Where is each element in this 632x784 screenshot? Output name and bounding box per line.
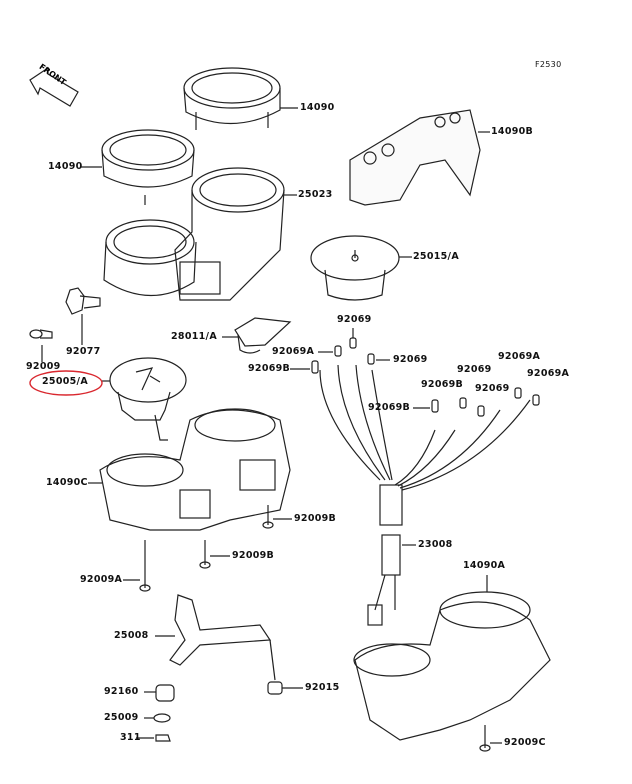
part-label[interactable]: 23008 bbox=[418, 539, 453, 550]
part-25005A-tachometer bbox=[102, 357, 187, 441]
part-label[interactable]: 14090C bbox=[46, 477, 88, 488]
part-311-nut bbox=[136, 734, 171, 742]
part-92009C-screw bbox=[479, 725, 502, 752]
part-label[interactable]: 14090 bbox=[48, 161, 83, 172]
part-label[interactable]: 25015/A bbox=[413, 251, 459, 262]
part-label[interactable]: 92009B bbox=[294, 513, 337, 524]
highlight-circle bbox=[29, 370, 103, 396]
part-92009B-screw-2 bbox=[199, 540, 230, 569]
part-label[interactable]: 28011/A bbox=[171, 331, 217, 342]
part-label[interactable]: 14090B bbox=[491, 126, 534, 137]
part-92160-grommet bbox=[144, 684, 175, 702]
part-14090B-cover bbox=[349, 109, 490, 206]
part-label[interactable]: 14090 bbox=[300, 102, 335, 113]
part-label[interactable]: 25023 bbox=[298, 189, 333, 200]
part-92077-knob bbox=[65, 287, 101, 345]
part-label[interactable]: 92069B bbox=[421, 379, 464, 390]
part-label[interactable]: 92069B bbox=[368, 402, 411, 413]
part-label[interactable]: 14090A bbox=[463, 560, 506, 571]
part-25009-washer bbox=[144, 713, 171, 723]
part-label[interactable]: 92069A bbox=[527, 368, 570, 379]
part-wiring-harness bbox=[319, 364, 531, 626]
part-92009A-screw bbox=[123, 540, 151, 592]
part-label[interactable]: 92069 bbox=[337, 314, 372, 325]
part-14090-ring-top bbox=[183, 67, 298, 130]
part-label[interactable]: 25009 bbox=[104, 712, 139, 723]
part-25008-bracket bbox=[155, 594, 276, 681]
part-label[interactable]: 92009A bbox=[80, 574, 123, 585]
part-label[interactable]: 92009C bbox=[504, 737, 546, 748]
part-14090-ring-left bbox=[80, 129, 195, 205]
part-label-highlighted[interactable]: 25005/A bbox=[42, 376, 88, 387]
part-label[interactable]: 92009B bbox=[232, 550, 275, 561]
part-14090A-lower-cover bbox=[353, 575, 551, 741]
part-label[interactable]: 92069B bbox=[248, 363, 291, 374]
part-label[interactable]: 92015 bbox=[305, 682, 340, 693]
part-label[interactable]: 92069A bbox=[272, 346, 315, 357]
part-label[interactable]: 311 bbox=[120, 732, 141, 743]
bulb-sockets bbox=[290, 328, 540, 417]
part-label[interactable]: 92069 bbox=[457, 364, 492, 375]
part-label[interactable]: 92160 bbox=[104, 686, 139, 697]
part-label[interactable]: 92009 bbox=[26, 361, 61, 372]
part-25015A-gauge bbox=[310, 235, 412, 301]
part-28011A-bracket bbox=[222, 317, 292, 354]
part-label[interactable]: 92069 bbox=[393, 354, 428, 365]
part-label[interactable]: 92077 bbox=[66, 346, 101, 357]
part-14090C-housing bbox=[88, 408, 291, 531]
part-25023-meter-assembly bbox=[103, 167, 297, 301]
part-92009-screw bbox=[29, 329, 53, 362]
part-92015-nut bbox=[267, 681, 303, 695]
part-label[interactable]: 92069A bbox=[498, 351, 541, 362]
part-label[interactable]: 92069 bbox=[475, 383, 510, 394]
part-92009B-screw-1 bbox=[262, 505, 292, 529]
diagram-code: F2530 bbox=[535, 60, 562, 69]
front-arrow-icon bbox=[29, 66, 79, 107]
part-label[interactable]: 25008 bbox=[114, 630, 149, 641]
